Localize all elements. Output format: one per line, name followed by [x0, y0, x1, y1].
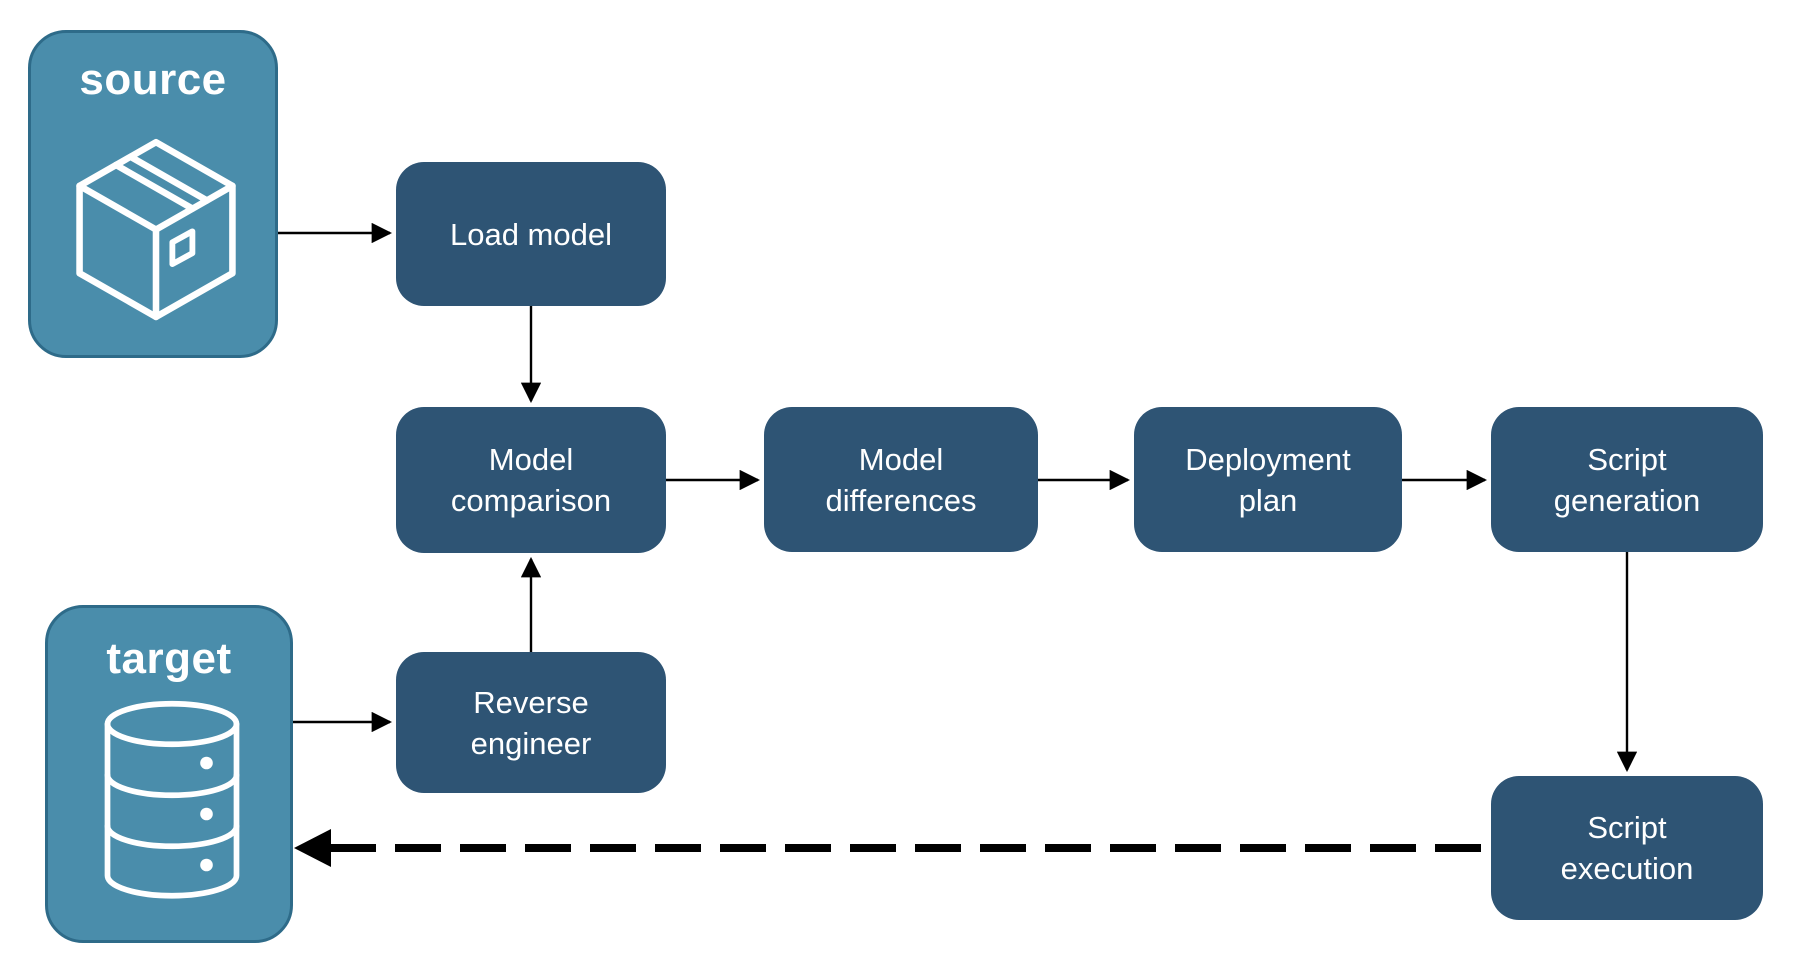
node-model-differences: Model differences	[764, 407, 1038, 552]
node-script-execution: Script execution	[1491, 776, 1763, 920]
node-reverse-engineer: Reverse engineer	[396, 652, 666, 793]
node-load-model-label: Load model	[449, 216, 612, 252]
dashed-arrowhead	[294, 829, 331, 867]
node-model-comparison-label: Model comparison	[450, 442, 612, 518]
node-script-generation-label: Script generation	[1553, 441, 1701, 518]
node-script-execution-label: Script execution	[1560, 810, 1694, 886]
node-script-generation: Script generation	[1491, 407, 1763, 552]
group-source: source	[28, 30, 278, 358]
group-target-label: target	[106, 634, 232, 683]
node-deployment-plan-label: Deployment plan	[1185, 441, 1351, 518]
node-reverse-engineer-label: Reverse engineer	[470, 684, 592, 761]
node-model-differences-label: Model differences	[825, 441, 977, 518]
node-load-model: Load model	[396, 162, 666, 306]
node-deployment-plan: Deployment plan	[1134, 407, 1402, 552]
database-icon	[104, 700, 240, 899]
group-target: target	[45, 605, 293, 943]
node-model-comparison: Model comparison	[396, 407, 666, 553]
package-icon	[76, 138, 236, 321]
group-source-label: source	[79, 55, 227, 104]
